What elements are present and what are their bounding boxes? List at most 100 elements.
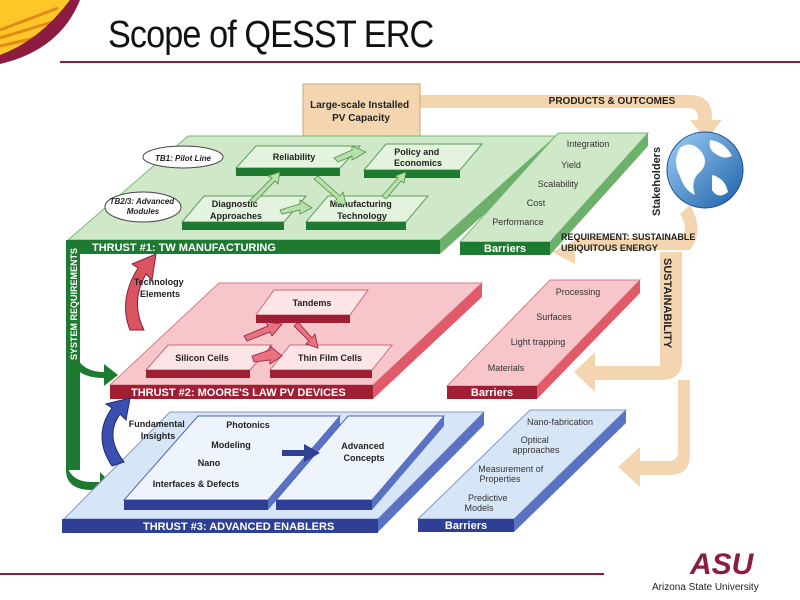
tb23-line-1: TB2/3: Advanced (110, 197, 176, 206)
policy-line-1: Policy and (394, 147, 439, 157)
svg-text:Measurement of Properties: Measurement of Properties (478, 464, 546, 484)
thrust1-barrier-scalability: Scalability (538, 179, 579, 189)
outcome-flow-arrows (415, 95, 722, 487)
thrust2-barrier-surfaces: Surfaces (536, 312, 572, 322)
svg-text:Fundamental Insights: Fundamental Insights (129, 419, 188, 441)
silicon-tile: Silicon Cells (144, 344, 274, 378)
thinfilm-label: Thin Film Cells (298, 353, 362, 363)
svg-text:Policy and Economics: Policy and Economics (394, 147, 442, 168)
diagnostic-line-2: Approaches (210, 211, 262, 221)
reliability-tile: Reliability (234, 145, 362, 176)
asu-logo-mark: ASU (689, 548, 755, 581)
sun-corner-icon (0, 0, 80, 64)
nano-label: Nano (198, 458, 221, 468)
thrust2-barriers-edge (537, 280, 640, 399)
svg-text:Diagnostic Approaches: Diagnostic Approaches (210, 199, 262, 221)
thrust1-barrier-performance: Performance (492, 217, 544, 227)
thrust1-bar (66, 240, 440, 254)
thrust3-barriers-bar (418, 519, 514, 532)
thrust2-barriers-bar (447, 386, 537, 399)
thrust3-barriers-label: Barriers (445, 520, 487, 532)
thrust3-barrier-predictive-2: Models (464, 503, 494, 513)
policy-tile: Policy and Economics (362, 143, 484, 178)
fundamental-line-1: Fundamental (129, 419, 185, 429)
thrust3-barrier-measurement-1: Measurement of (478, 464, 544, 474)
tb1-label: TB1: Pilot Line (155, 154, 212, 163)
thrust3-barriers-edge (514, 410, 626, 532)
products-outcomes-label: PRODUCTS & OUTCOMES (549, 96, 676, 107)
thrust1-barrier-cost: Cost (527, 198, 546, 208)
asu-logo: ASU Arizona State University (652, 548, 759, 593)
thrust3-link-arrow (282, 444, 320, 462)
thinfilm-tile: Thin Film Cells (268, 344, 394, 378)
fundamental-tile (122, 415, 342, 510)
thrust1-barriers-edge (550, 133, 648, 255)
thrust1-link-arrows (249, 145, 407, 215)
advanced-concepts-tile (274, 415, 446, 510)
thrust2-plane-edge (373, 283, 482, 399)
thrust2-label: THRUST #2: MOORE'S LAW PV DEVICES (131, 387, 346, 399)
capacity-line-2: PV Capacity (332, 113, 390, 124)
manufacturing-line-1: Manufacturing (330, 199, 392, 209)
svg-text:Advanced Concepts: Advanced Concepts (341, 441, 387, 463)
capacity-line-1: Large-scale Installed (310, 100, 409, 111)
svg-text:Optical approaches: Optical approaches (512, 435, 560, 455)
diagnostic-line-1: Diagnostic (212, 199, 258, 209)
sustainability-label: SUSTAINABILITY (661, 258, 673, 349)
thrust2-barrier-processing: Processing (556, 287, 601, 297)
fundamental-curved-arrow (101, 397, 131, 467)
thrust2-barrier-light-trapping: Light trapping (511, 337, 566, 347)
thrust3-barrier-predictive-1: Predictive (468, 493, 508, 503)
thrust2-bar (110, 385, 373, 399)
tandems-tile: Tandems (255, 289, 369, 323)
interfaces-label: Interfaces & Defects (153, 479, 240, 489)
diagnostic-tile: Diagnostic Approaches (180, 195, 308, 230)
photonics-label: Photonics (226, 420, 270, 430)
thrust3-label: THRUST #3: ADVANCED ENABLERS (143, 521, 334, 533)
tech-elements-line-1: Technology (134, 277, 184, 287)
modeling-label: Modeling (211, 440, 251, 450)
tech-elements-curved-arrow (125, 253, 157, 331)
stakeholders-label: Stakeholders (651, 147, 663, 216)
capacity-box (302, 83, 421, 140)
reliability-label: Reliability (273, 152, 316, 162)
thrust3-barrier-measurement-2: Properties (479, 474, 521, 484)
thrust1-plane-edge (440, 136, 556, 254)
tb23-line-2: Modules (127, 207, 160, 216)
tandems-label: Tandems (293, 298, 332, 308)
tb1-badge (142, 145, 224, 169)
system-requirements-label: SYSTEM REQUIREMENTS (69, 248, 79, 360)
manufacturing-line-2: Technology (337, 211, 387, 221)
svg-text:Manufacturing Technology: Manufacturing Technology (330, 199, 395, 221)
svg-text:TB2/3: Advanced Modules: TB2/3: Advanced Modules (110, 197, 177, 216)
policy-line-2: Economics (394, 158, 442, 168)
thrust3-barrier-optical-1: Optical (521, 435, 549, 445)
asu-logo-name: Arizona State University (652, 582, 759, 593)
thrust1-label: THRUST #1: TW MANUFACTURING (92, 242, 276, 254)
thrust2-barriers-label: Barriers (471, 387, 513, 399)
svg-text:REQUIREMENT: SUSTAINABLE U: REQUIREMENT: SUSTAINABLE UBIQUITOUS ENER… (561, 232, 698, 253)
requirement-line-1: REQUIREMENT: SUSTAINABLE (561, 232, 695, 242)
fundamental-line-2: Insights (141, 431, 176, 441)
svg-text:Predictive Models: Predictive Models (464, 493, 510, 513)
thrust3-barrier-nanofab: Nano-fabrication (527, 417, 593, 427)
svg-text:Technology Elements: Technology Elements (134, 277, 186, 299)
tb23-badge (104, 191, 182, 223)
tech-elements-line-2: Elements (140, 289, 180, 299)
thrust1-barriers-bar (460, 242, 550, 255)
thrust1-barrier-yield: Yield (561, 160, 581, 170)
thrust2-barrier-materials: Materials (488, 363, 525, 373)
thrust1-barrier-integration: Integration (567, 139, 610, 149)
slide-title: Scope of QESST ERC (108, 14, 434, 56)
silicon-label: Silicon Cells (175, 353, 229, 363)
globe-icon (666, 131, 744, 209)
advanced-line-1: Advanced (341, 441, 384, 451)
svg-text:Large-scale Installed PV C: Large-scale Installed PV Capacity (310, 100, 412, 124)
thrust3-barrier-optical-2: approaches (512, 445, 560, 455)
requirement-line-2: UBIQUITOUS ENERGY (561, 243, 658, 253)
thrust2-link-arrows (243, 321, 319, 365)
thrust3-plane-edge (378, 412, 484, 532)
advanced-line-2: Concepts (343, 453, 384, 463)
thrust1-barriers-label: Barriers (484, 243, 526, 255)
